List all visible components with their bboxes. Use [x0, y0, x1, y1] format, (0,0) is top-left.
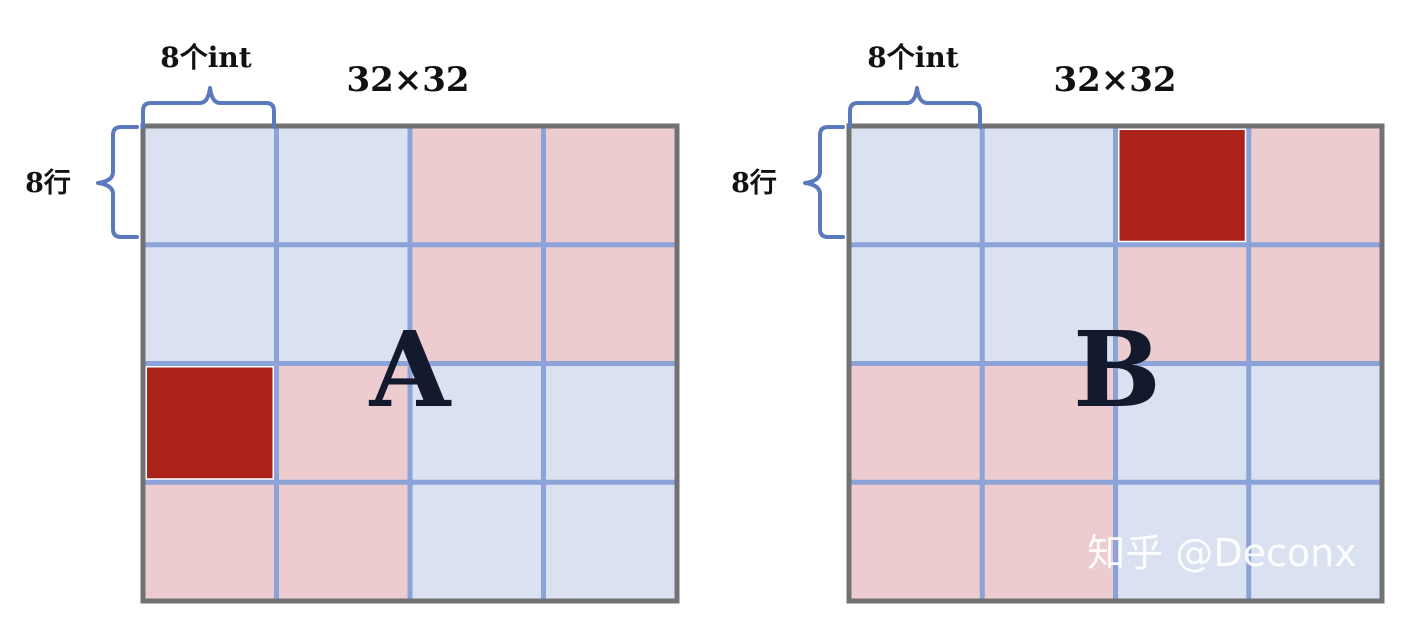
matrix-b: 8个int 32×32 8行 B	[731, 41, 1385, 604]
matrix-a-tile	[543, 363, 677, 483]
matrix-a-column-label: 8个int	[160, 41, 251, 74]
matrix-a-tile	[276, 482, 410, 601]
matrix-b-row-brace	[803, 125, 845, 239]
matrix-b-tile	[1248, 482, 1382, 601]
matrix-b-tile	[1248, 363, 1382, 483]
matrix-b-letter: B	[1073, 308, 1161, 431]
matrix-a-cells	[143, 126, 677, 601]
matrix-a-size-label: 32×32	[346, 60, 469, 100]
matrix-b-tile	[849, 363, 983, 483]
matrix-b-cells	[849, 126, 1382, 601]
watermark-text: 知乎 @Deconx	[1087, 531, 1356, 575]
matrix-b-highlighted-tile	[1119, 130, 1245, 241]
matrix-b-tile	[1115, 244, 1249, 364]
matrix-a-tile	[276, 244, 410, 364]
matrix-a-tile	[143, 482, 277, 601]
matrix-b-column-label: 8个int	[867, 41, 958, 74]
matrix-a-tile	[276, 126, 410, 245]
matrix-a-tile	[410, 126, 544, 245]
matrix-a-column-brace	[141, 86, 276, 129]
matrix-b-column-brace	[848, 86, 982, 129]
matrix-a-row-brace	[96, 125, 139, 239]
matrix-a-row-label: 8行	[25, 167, 71, 199]
matrix-a-tile	[276, 363, 410, 483]
matrix-b-border	[846, 123, 1385, 604]
matrix-b-tile	[982, 363, 1116, 483]
matrix-a-tile	[143, 126, 277, 245]
matrix-a-grid-lines	[143, 126, 677, 601]
matrix-a-tile	[543, 244, 677, 364]
matrix-b-tile	[849, 482, 983, 601]
matrix-b-row-label: 8行	[731, 167, 777, 199]
matrix-a-highlighted-tile	[147, 367, 273, 479]
matrix-a-letter: A	[369, 308, 452, 431]
matrix-b-tile	[1115, 482, 1249, 601]
matrix-b-size-label: 32×32	[1053, 60, 1176, 100]
matrix-b-tile	[982, 244, 1116, 364]
matrix-a-tile	[143, 244, 277, 364]
matrix-b-tile	[982, 482, 1116, 601]
matrix-a: 8个int 32×32 8行 A	[25, 41, 680, 604]
matrix-a-tile	[543, 482, 677, 601]
matrix-a-tile	[543, 126, 677, 245]
matrix-b-tile	[1248, 244, 1382, 364]
matrix-b-grid-lines	[849, 126, 1382, 601]
matrix-b-tile	[849, 244, 983, 364]
matrix-a-tile	[410, 363, 544, 483]
matrix-b-tile	[849, 126, 983, 245]
matrix-a-tile	[410, 482, 544, 601]
matrix-b-tile	[1248, 126, 1382, 245]
matrix-b-tile	[982, 126, 1116, 245]
matrix-a-border	[140, 123, 680, 604]
matrix-a-tile	[410, 244, 544, 364]
matrix-b-tile	[1115, 363, 1249, 483]
